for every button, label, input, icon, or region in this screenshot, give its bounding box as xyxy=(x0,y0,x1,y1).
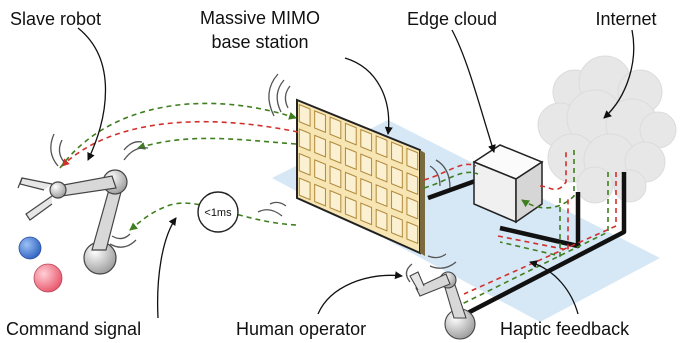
pointer-internet xyxy=(603,29,635,119)
label-base-station-line2: base station xyxy=(211,32,308,52)
label-haptic-feedback: Haptic feedback xyxy=(500,319,630,339)
antenna-element-icon xyxy=(298,128,311,152)
callout-pointers xyxy=(77,27,635,319)
antenna-element-icon xyxy=(360,177,373,201)
antenna-element-icon xyxy=(314,183,326,207)
green-feedback-down xyxy=(499,198,561,258)
internet-cloud-icon xyxy=(537,55,677,204)
antenna-element-icon xyxy=(344,196,357,220)
pointer-slave-robot xyxy=(77,27,107,161)
massive-mimo-panel-icon xyxy=(296,98,425,256)
latency-label: <1ms xyxy=(204,207,232,219)
pointer-edge-cloud xyxy=(451,29,496,153)
antenna-element-icon xyxy=(406,196,419,220)
antenna-element-icon xyxy=(298,152,311,176)
antenna-element-icon xyxy=(344,171,357,195)
antenna-element-icon xyxy=(391,190,403,214)
antenna-element-icon xyxy=(375,184,388,208)
blue-ball-icon xyxy=(18,236,42,260)
command-green-path-top xyxy=(59,102,297,169)
antenna-element-icon xyxy=(329,140,342,164)
pink-ball-icon xyxy=(33,263,63,293)
radio-wave-icons xyxy=(50,73,457,283)
pointer-base-station xyxy=(344,57,393,135)
label-slave-robot: Slave robot xyxy=(10,9,101,29)
antenna-element-icon xyxy=(375,135,388,159)
haptic-device-icon xyxy=(409,271,476,340)
antenna-element-icon xyxy=(314,134,326,158)
pointer-haptic-feedback xyxy=(529,260,579,315)
red-operator-link xyxy=(463,172,617,295)
antenna-element-icon xyxy=(375,159,388,183)
antenna-element-icon xyxy=(406,221,419,245)
antenna-element-icon xyxy=(406,172,419,196)
antenna-element-icon xyxy=(344,122,357,146)
antenna-element-icon xyxy=(298,177,311,201)
green-cloud-to-edge xyxy=(521,150,575,209)
antenna-element-icon xyxy=(329,165,342,189)
antenna-element-icon xyxy=(329,116,342,140)
antenna-element-icon xyxy=(360,153,373,177)
antenna-element-icon xyxy=(329,189,342,213)
green-operator-link xyxy=(461,172,609,305)
uplink-red-path xyxy=(61,120,299,167)
label-command-signal: Command signal xyxy=(6,319,141,339)
antenna-element-icon xyxy=(298,103,311,127)
antenna-element-icon xyxy=(314,159,326,183)
latency-badge: <1ms xyxy=(197,191,239,233)
label-edge-cloud: Edge cloud xyxy=(407,9,497,29)
command-green-path-mid xyxy=(137,137,297,150)
red-edge-to-cloud xyxy=(539,150,567,191)
command-green-path-low xyxy=(129,202,297,231)
label-base-station-line1: Massive MIMO xyxy=(200,8,320,28)
antenna-element-icon xyxy=(314,110,326,134)
antenna-element-icon xyxy=(360,202,373,226)
antenna-element-icon xyxy=(360,128,373,152)
antenna-element-icon xyxy=(375,208,388,232)
antenna-element-icon xyxy=(391,214,403,238)
antenna-element-icon xyxy=(406,147,419,171)
label-internet: Internet xyxy=(595,9,656,29)
pointer-command-signal xyxy=(157,217,177,319)
antenna-element-icon xyxy=(344,147,357,171)
label-human-operator: Human operator xyxy=(236,319,366,339)
antenna-element-icon xyxy=(391,141,403,165)
antenna-element-icon xyxy=(391,165,403,189)
slave-robot-arm-icon xyxy=(17,169,128,275)
signal-paths xyxy=(59,102,617,305)
pointer-human-operator xyxy=(317,271,403,315)
